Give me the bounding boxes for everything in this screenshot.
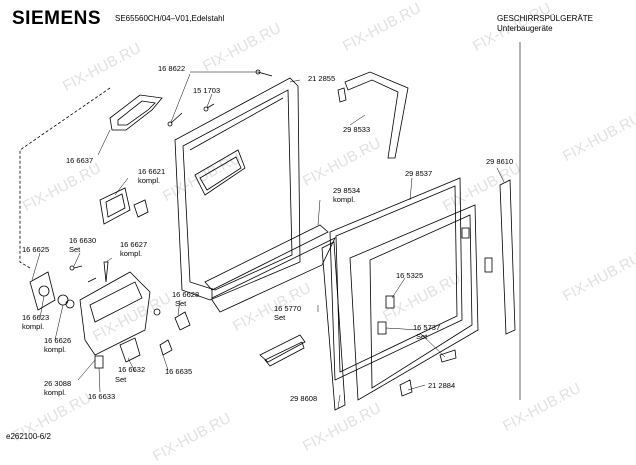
part-label: kompl. bbox=[22, 322, 45, 331]
category-line2: Unterbaugeräte bbox=[497, 24, 553, 33]
part-label: 16 5737 bbox=[413, 323, 441, 332]
small-screws bbox=[69, 261, 109, 283]
part-label: Set bbox=[274, 313, 286, 322]
handle-bracket bbox=[259, 334, 306, 363]
part-label: 16 6628 bbox=[172, 290, 200, 299]
part-label: Set bbox=[115, 375, 127, 384]
part-label: kompl. bbox=[120, 249, 143, 258]
side-rail bbox=[499, 179, 516, 335]
small-bracket bbox=[399, 379, 413, 397]
part-label: 16 5325 bbox=[396, 271, 424, 280]
part-label: 16 6637 bbox=[66, 156, 94, 165]
exploded-parts-drawing bbox=[19, 42, 521, 411]
part-label: 26 3088 bbox=[44, 379, 72, 388]
part-label: 16 5770 bbox=[274, 304, 302, 313]
door-inner-panel bbox=[174, 77, 301, 301]
part-label: kompl. bbox=[44, 388, 67, 397]
side-trim bbox=[321, 241, 346, 411]
part-label: 16 6630 bbox=[69, 236, 97, 245]
door-seal bbox=[109, 94, 163, 131]
part-label: Set bbox=[416, 332, 428, 341]
part-label: 16 6621 bbox=[138, 167, 166, 176]
part-label: kompl. bbox=[44, 345, 67, 354]
part-label: 21 2884 bbox=[428, 381, 456, 390]
outer-door-panel bbox=[329, 177, 463, 381]
part-label: Set bbox=[175, 299, 187, 308]
part-label: 29 8534 bbox=[333, 186, 361, 195]
part-label: 16 6627 bbox=[120, 240, 148, 249]
brand-logo: SIEMENS bbox=[12, 8, 102, 29]
category-line1: GESCHIRRSPÜLGERÄTE bbox=[497, 14, 594, 23]
part-label: 29 8610 bbox=[486, 157, 514, 166]
part-label: 15 1703 bbox=[193, 86, 221, 95]
part-label: 16 6635 bbox=[165, 367, 193, 376]
part-label: 16 8622 bbox=[158, 64, 186, 73]
part-label: 16 6632 bbox=[118, 365, 146, 374]
part-label: 16 6625 bbox=[22, 245, 50, 254]
screw-parts bbox=[167, 69, 273, 127]
part-label: 29 8608 bbox=[290, 394, 318, 403]
part-label: 29 8537 bbox=[405, 169, 433, 178]
leader-lines bbox=[31, 71, 505, 409]
part-label: 16 6633 bbox=[88, 392, 116, 401]
part-label: 29 8533 bbox=[343, 125, 371, 134]
part-label: Set bbox=[69, 245, 81, 254]
dashed-group-outline bbox=[19, 87, 111, 269]
front-door-panel bbox=[349, 204, 493, 401]
part-label: 21 2855 bbox=[308, 74, 336, 83]
part-label: kompl. bbox=[333, 195, 356, 204]
door-strip bbox=[204, 224, 336, 313]
part-label: 16 6626 bbox=[44, 336, 72, 345]
part-label: 16 6623 bbox=[22, 313, 50, 322]
hinge-arm bbox=[337, 71, 409, 159]
model-number: SE65560CH/04–V01,Edelstahl bbox=[115, 14, 225, 23]
detergent-flap bbox=[99, 187, 149, 225]
category: GESCHIRRSPÜLGERÄTE Unterbaugeräte bbox=[497, 14, 593, 34]
footer-code: e262100-6/2 bbox=[6, 432, 51, 441]
small-clip bbox=[439, 349, 457, 363]
part-label: kompl. bbox=[138, 176, 161, 185]
